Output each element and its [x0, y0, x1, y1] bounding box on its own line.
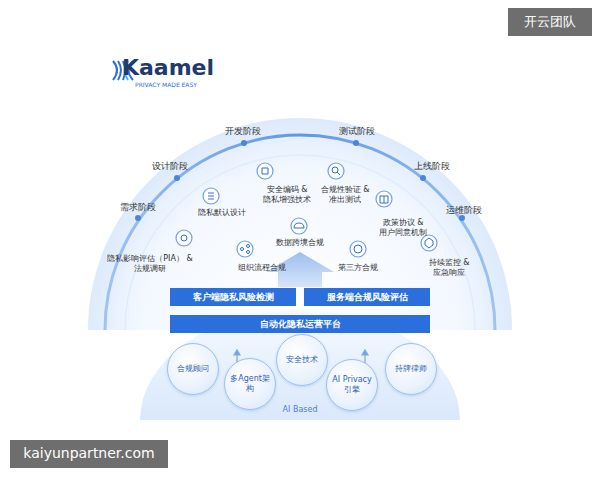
- node-text: AI Privacy引擎: [331, 375, 373, 394]
- stage-label: 测试阶段: [339, 126, 375, 137]
- item-label: 数据跨境合规: [276, 238, 324, 248]
- stage-dots: [135, 140, 465, 221]
- dome-ground: [88, 118, 512, 330]
- stage-label: 运维阶段: [446, 205, 482, 216]
- item-label: 持续监控 & 应急响应: [424, 258, 474, 278]
- node-text: 服务端合规风险评估: [327, 291, 408, 304]
- item-label: 安全编码 & 隐私增强技术: [258, 185, 316, 205]
- capability-bubble: 多Agent架构: [224, 358, 276, 410]
- item-label: 隐私影响评估（PIA） & 法规调研: [104, 254, 196, 274]
- watermark: 开云团队: [524, 14, 576, 30]
- icon-glyphs: [181, 167, 433, 254]
- item-label: 组织流程合规: [238, 263, 286, 273]
- node-text: 客户端隐私风险检测: [193, 291, 274, 304]
- stage-label: 需求阶段: [120, 202, 156, 213]
- item-label: 政策协议 & 用户同意机制: [374, 218, 432, 238]
- capability-bubble: 安全技术: [276, 334, 328, 386]
- item-icons: [176, 163, 437, 257]
- item-label: 隐私默认设计: [198, 208, 246, 218]
- node-text: 合规顾问: [172, 364, 214, 374]
- node-text: 多Agent架构: [229, 374, 271, 393]
- base-label: AI Based: [283, 405, 318, 415]
- node-text: 安全技术: [281, 355, 323, 365]
- logo-text: Kaamel: [122, 54, 214, 82]
- capability-bubble: AI Privacy引擎: [326, 359, 378, 411]
- watermark-panel: [10, 440, 168, 468]
- platform-bar: 自动化隐私运营平台: [170, 315, 430, 333]
- node-text: 持牌律师: [390, 364, 432, 374]
- stage-label: 设计阶段: [152, 161, 188, 172]
- stage-label: 开发阶段: [225, 126, 261, 137]
- platform-bar: 客户端隐私风险检测: [170, 288, 296, 306]
- stage-arc: [105, 135, 495, 330]
- capability-bubble: 合规顾问: [167, 343, 219, 395]
- stage-label: 上线阶段: [414, 161, 450, 172]
- watermark-panel: [508, 8, 592, 36]
- watermark: kaiyunpartner.com: [23, 445, 154, 463]
- item-label: 合规性验证 & 准出测试: [317, 185, 373, 205]
- platform-bar: 服务端合规风险评估: [304, 288, 430, 306]
- base-dome: [140, 310, 460, 420]
- capability-bubble: 持牌律师: [385, 343, 437, 395]
- logo-tagline: PRIVACY MADE EASY: [135, 81, 197, 89]
- inner-arc: [125, 155, 475, 330]
- item-label: 第三方合规: [338, 263, 378, 273]
- node-text: 自动化隐私运营平台: [260, 318, 341, 331]
